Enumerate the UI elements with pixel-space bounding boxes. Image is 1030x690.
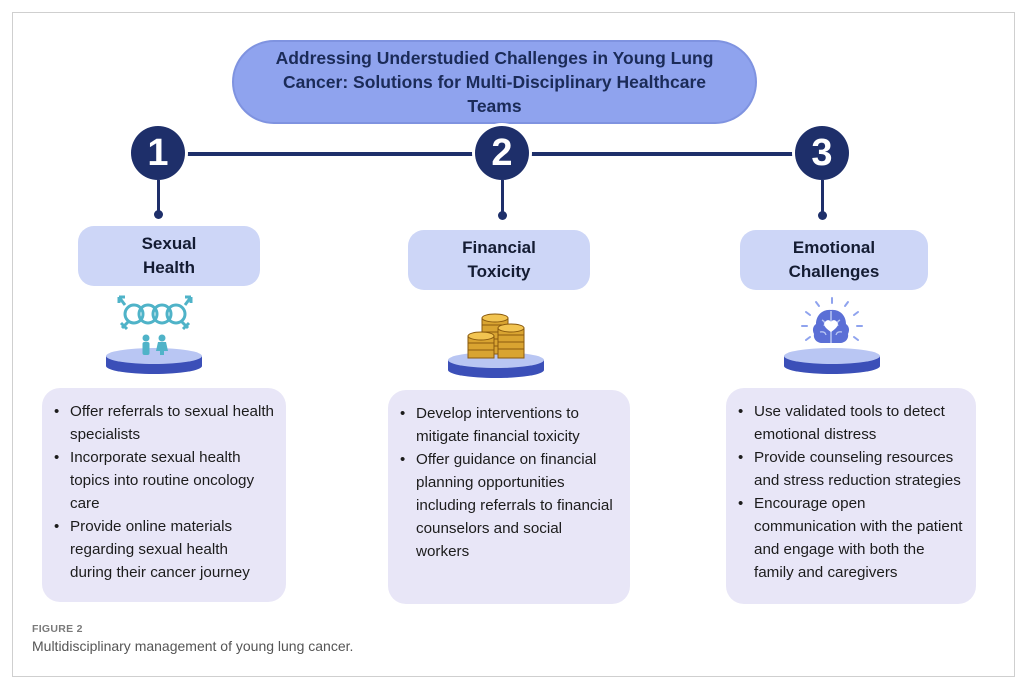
bullet-item: Provide online materials regarding sexua… [54,515,274,584]
stem-dot-1 [154,210,163,219]
heading-line: Health [143,258,195,277]
step-number-1: 1 [131,126,185,180]
stem-dot-2 [498,211,507,220]
bullet-item: Provide counseling resources and stress … [738,446,964,492]
bullet-item: Incorporate sexual health topics into ro… [54,446,274,515]
diagram-title: Addressing Understudied Challenges in Yo… [275,48,714,116]
stem-1 [157,180,160,214]
heading-line: Toxicity [467,262,531,281]
title-banner: Addressing Understudied Challenges in Yo… [232,40,757,124]
bullet-item: Encourage open communication with the pa… [738,492,964,584]
figure-label: FIGURE 2 [32,623,83,635]
stem-dot-3 [818,211,827,220]
coin-stacks-icon [446,306,546,386]
step-number-3: 3 [795,126,849,180]
stem-2 [501,180,504,216]
bullet-item: Offer guidance on financial planning opp… [400,448,618,563]
stem-3 [821,180,824,216]
heading-line: Sexual [141,234,197,253]
gender-symbols-people-icon [104,292,204,382]
heading-line: Financial [462,238,536,257]
bullet-item: Use validated tools to detect emotional … [738,400,964,446]
card-financial-toxicity: Develop interventions to mitigate financ… [388,390,630,604]
figure-caption: Multidisciplinary management of young lu… [32,638,354,654]
bullet-item: Develop interventions to mitigate financ… [400,402,618,448]
card-emotional-challenges: Use validated tools to detect emotional … [726,388,976,604]
heading-line: Emotional [792,238,876,257]
bullet-item: Offer referrals to sexual health special… [54,400,274,446]
step-number-2: 2 [475,126,529,180]
heading-line: Challenges [788,262,880,281]
card-sexual-health: Offer referrals to sexual health special… [42,388,286,602]
brain-heart-icon [782,296,882,382]
